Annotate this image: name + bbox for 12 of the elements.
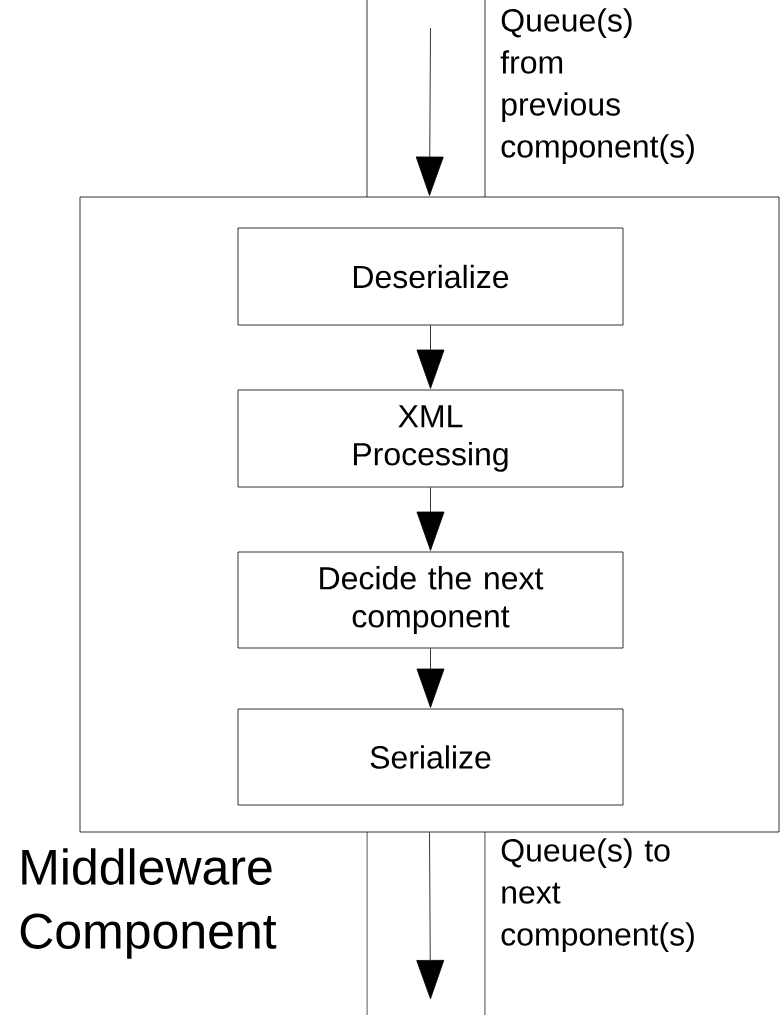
arrow — [415, 27, 444, 196]
process-box: XML Processing — [237, 389, 624, 488]
node-label: Middleware Component — [20, 848, 277, 959]
process-box: Deserialize — [237, 227, 624, 326]
arrow — [416, 325, 445, 389]
process-box: Serialize — [237, 708, 624, 806]
process-box: Decide the next component — [237, 551, 624, 649]
queue-label: Queue(s) to next component(s) — [501, 838, 694, 953]
arrow — [416, 487, 445, 551]
arrow — [416, 832, 445, 1000]
queue-label: Queue(s) from previous component(s) — [500, 8, 694, 164]
arrow — [416, 648, 445, 708]
